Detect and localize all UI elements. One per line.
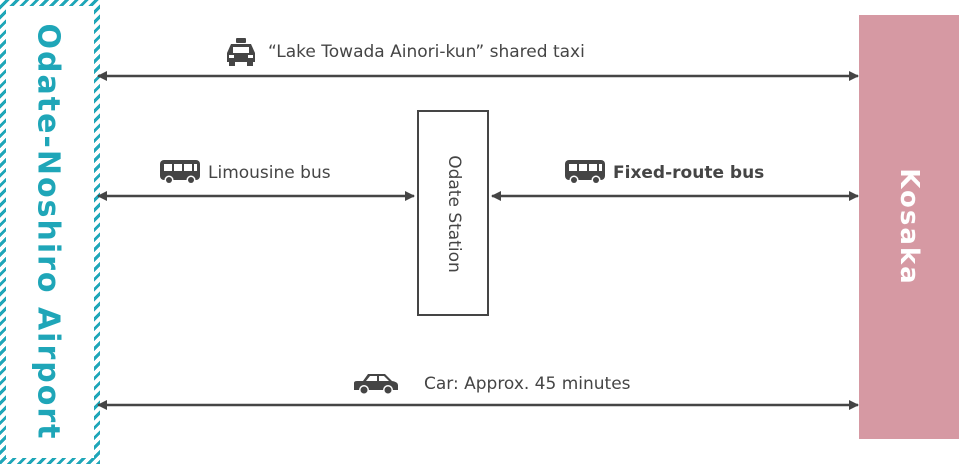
- airport-node-inner: [6, 6, 94, 458]
- bus-icon: [565, 160, 605, 186]
- kosaka-node: Kosaka: [859, 15, 959, 439]
- limousine-route-label: Limousine bus: [160, 160, 331, 186]
- taxi-route-label: “Lake Towada Ainori-kun” shared taxi: [224, 38, 585, 66]
- taxi-icon: [224, 38, 258, 66]
- airport-node: Odate-Noshiro Airport: [0, 0, 100, 464]
- fixed-route-label: Fixed-route bus: [565, 160, 764, 186]
- fixed-route-text: Fixed-route bus: [613, 163, 765, 183]
- bus-icon: [160, 160, 200, 186]
- taxi-route-text: “Lake Towada Ainori-kun” shared taxi: [268, 42, 585, 62]
- car-icon: [352, 372, 400, 396]
- limousine-route-text: Limousine bus: [208, 163, 331, 183]
- car-route-label: Car: Approx. 45 minutes: [352, 372, 631, 396]
- car-route-text: Car: Approx. 45 minutes: [424, 374, 631, 394]
- station-node: Odate Station: [417, 110, 489, 316]
